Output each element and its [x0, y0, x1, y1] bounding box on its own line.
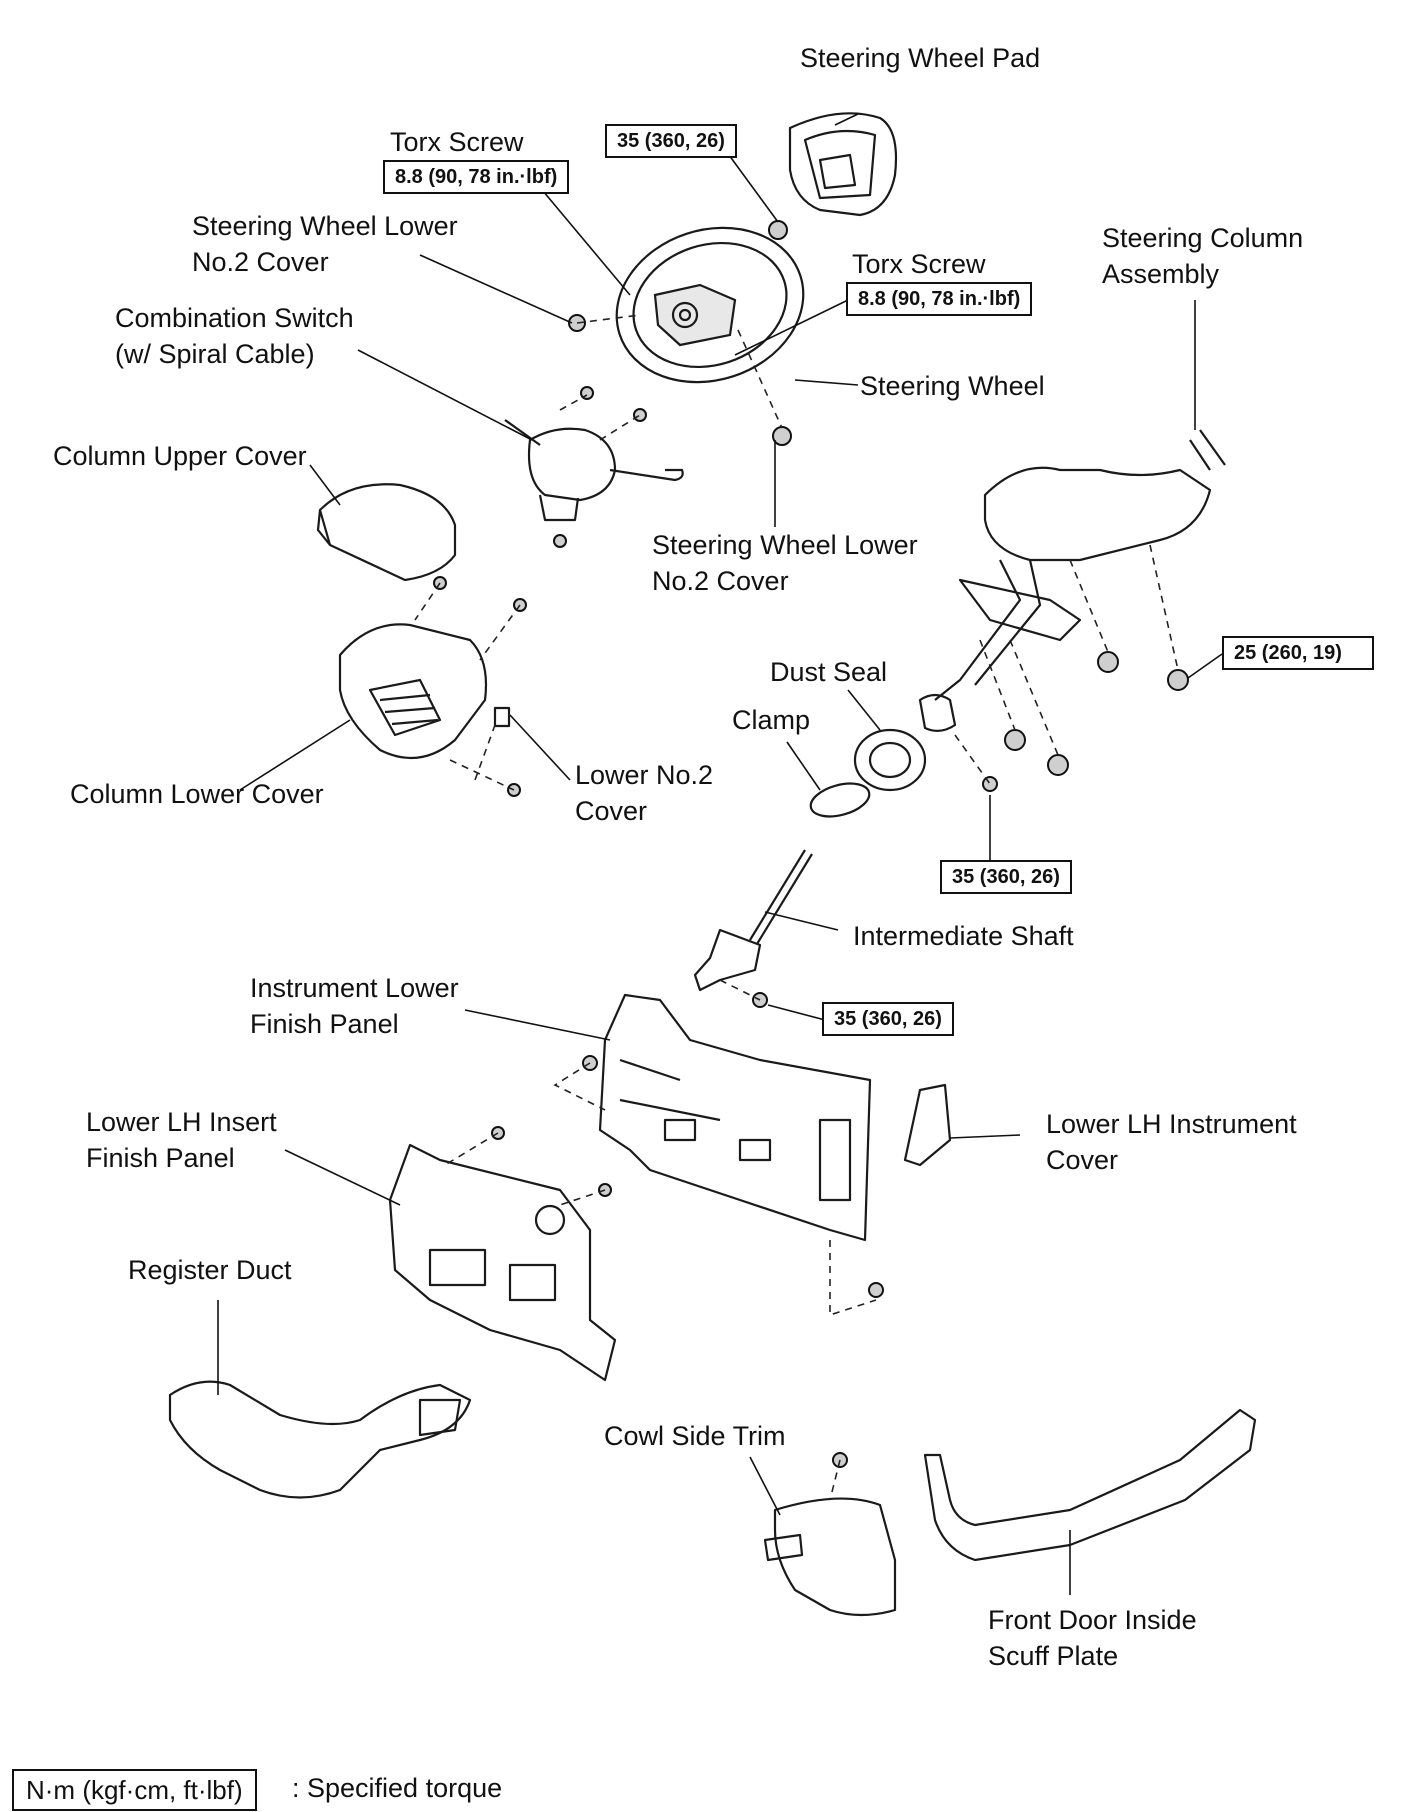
steering-column-assembly-part: [918, 429, 1226, 732]
front-door-inside-scuff-plate-part: [923, 1408, 1257, 1562]
instrument-lower-finish-panel-part: [598, 993, 872, 1242]
label-clamp: Clamp: [732, 705, 811, 735]
register-duct-part: [168, 1380, 472, 1499]
label-dust-seal: Dust Seal: [770, 657, 888, 687]
label-steering-wheel: Steering Wheel: [860, 371, 1045, 401]
label-torx-screw-1: Torx Screw: [390, 127, 524, 157]
label-intermediate-shaft: Intermediate Shaft: [853, 921, 1074, 951]
cowl-side-trim-part: [763, 1497, 897, 1617]
label-steering-column-assembly: Steering Column Assembly: [1102, 223, 1304, 289]
label-lower-lh-instrument-cover: Lower LH Instrument Cover: [1046, 1109, 1297, 1175]
torque-column-nut: 25 (260, 19): [1222, 636, 1374, 670]
steering-wheel-pad-part: [788, 112, 898, 217]
label-lower-no2-cover: Lower No.2 Cover: [575, 760, 714, 826]
steering-wheel-part: [615, 226, 805, 384]
label-combination-switch: Combination Switch (w/ Spiral Cable): [115, 303, 354, 369]
label-column-upper-cover: Column Upper Cover: [53, 441, 307, 471]
lower-lh-insert-finish-panel-part: [388, 1143, 617, 1382]
label-register-duct: Register Duct: [128, 1255, 292, 1285]
column-upper-cover-part: [316, 483, 457, 582]
dust-seal-part: [853, 728, 927, 792]
torque-pad-nut: 35 (360, 26): [605, 124, 737, 158]
label-column-lower-cover: Column Lower Cover: [70, 779, 324, 809]
dashed-assembly-lines: [414, 314, 1179, 1501]
fasteners: [433, 220, 1189, 1468]
label-front-door-inside-scuff-plate: Front Door Inside Scuff Plate: [988, 1605, 1197, 1671]
torque-shaft-bolt-lower: 35 (360, 26): [822, 1002, 954, 1036]
torque-torx-1: 8.8 (90, 78 in.·lbf): [383, 160, 570, 194]
intermediate-shaft-part: [693, 849, 813, 992]
label-instrument-lower-finish-panel: Instrument Lower Finish Panel: [250, 973, 459, 1039]
legend-unit-box: N·m (kgf·cm, ft·lbf): [12, 1769, 257, 1811]
lower-lh-instrument-cover-part: [903, 1083, 952, 1167]
leader-lines: [217, 113, 1223, 1595]
torque-shaft-bolt-upper: 35 (360, 26): [940, 860, 1072, 894]
combination-switch-part: [504, 419, 684, 522]
column-lower-cover-part: [338, 623, 511, 760]
label-torx-screw-2: Torx Screw: [852, 249, 986, 279]
clamp-part: [809, 782, 871, 818]
label-lower-lh-insert-finish-panel: Lower LH Insert Finish Panel: [86, 1107, 277, 1173]
label-steering-wheel-pad: Steering Wheel Pad: [800, 43, 1041, 73]
label-steering-wheel-lower-no2-cover-2: Steering Wheel Lower No.2 Cover: [652, 530, 918, 596]
legend-description: : Specified torque: [292, 1773, 503, 1803]
torque-torx-2: 8.8 (90, 78 in.·lbf): [846, 282, 1033, 316]
label-cowl-side-trim: Cowl Side Trim: [604, 1421, 786, 1451]
label-steering-wheel-lower-no2-cover-1: Steering Wheel Lower No.2 Cover: [192, 211, 458, 277]
